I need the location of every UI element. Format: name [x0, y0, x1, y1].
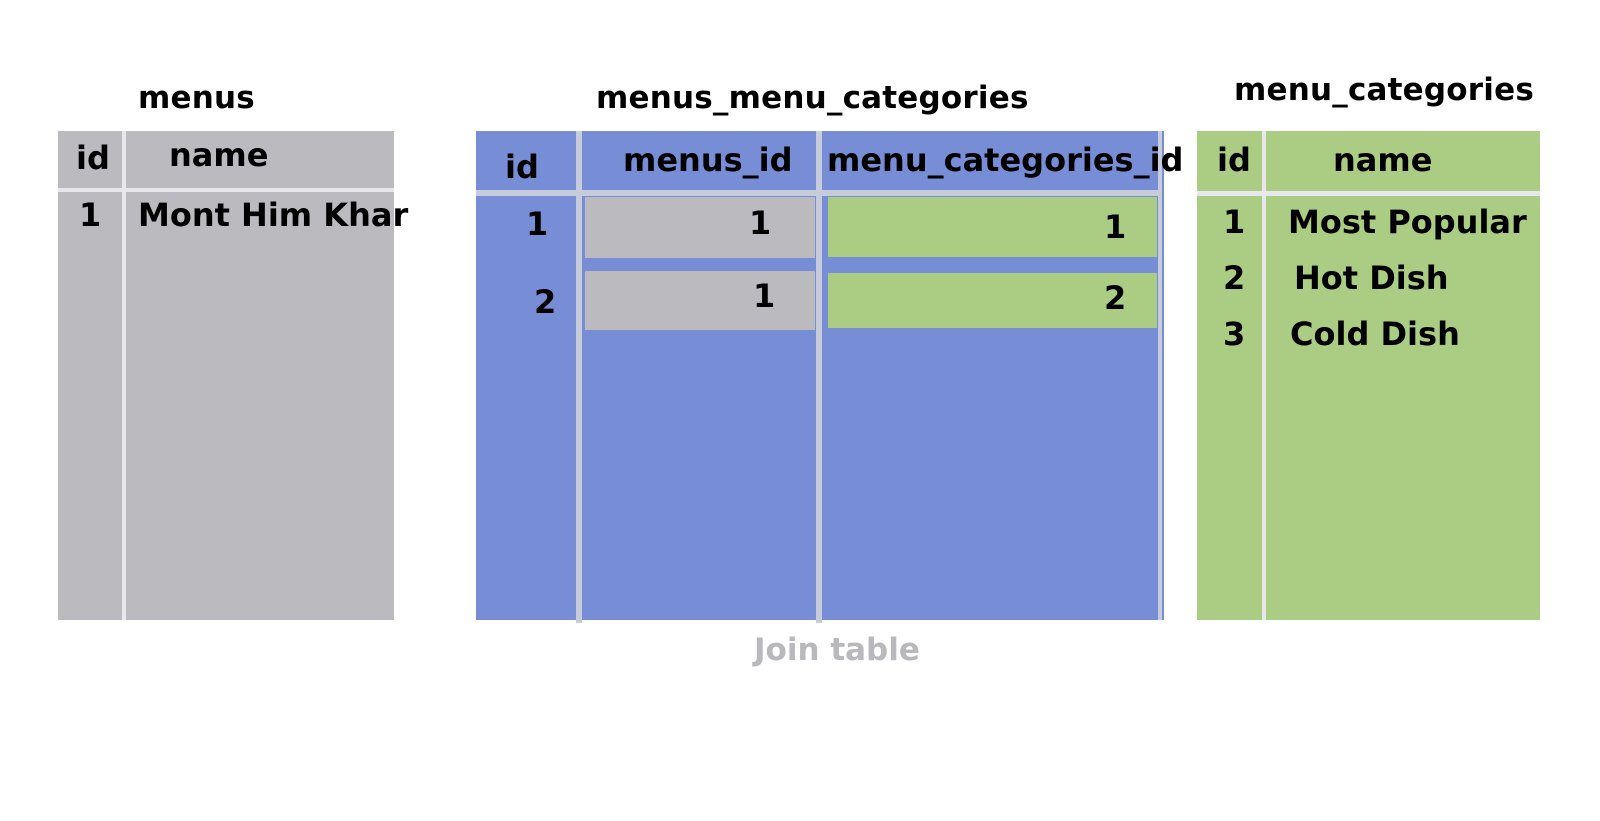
join-table-title: menus_menu_categories [596, 80, 1029, 116]
join-row-1-menu-categories-id: 1 [1104, 208, 1127, 246]
categories-header-divider [1197, 191, 1540, 196]
join-row-1-category-id-cell [828, 197, 1157, 257]
menus-column-divider [122, 131, 126, 620]
categories-row-3-name: Cold Dish [1290, 315, 1460, 353]
join-right-edge [1158, 131, 1162, 620]
categories-row-3-id: 3 [1223, 315, 1246, 353]
categories-table-background [1197, 131, 1540, 620]
join-id-divider [576, 131, 582, 623]
menus-header-id: id [76, 139, 110, 177]
join-row-2-id: 2 [534, 283, 557, 321]
join-table-caption: Join table [754, 632, 920, 668]
join-row-1-menus-id-cell [585, 197, 815, 258]
categories-table-title: menu_categories [1234, 72, 1534, 108]
menus-row-1-name: Mont Him Khar [138, 196, 409, 234]
join-header-id: id [505, 148, 539, 186]
join-row-1-id: 1 [526, 205, 549, 243]
menus-header-name: name [169, 136, 269, 174]
join-row-2-menus-id-cell [585, 271, 815, 330]
categories-row-2-name: Hot Dish [1294, 259, 1449, 297]
join-header-menus-id: menus_id [623, 141, 793, 179]
join-menus-id-divider [816, 131, 822, 623]
join-row-2-menus-id: 1 [753, 277, 776, 315]
join-row-2-menu-categories-id: 2 [1104, 279, 1127, 317]
join-row-1-menus-id: 1 [749, 204, 772, 242]
menus-table-background [58, 131, 394, 620]
join-row-2-category-id-cell [828, 273, 1157, 328]
categories-header-name: name [1333, 141, 1433, 179]
categories-column-divider [1262, 131, 1266, 620]
menus-header-divider [58, 188, 394, 192]
categories-row-1-id: 1 [1223, 203, 1246, 241]
categories-row-2-id: 2 [1223, 259, 1246, 297]
join-header-divider [476, 190, 1162, 196]
menus-row-1-id: 1 [79, 196, 102, 234]
categories-row-1-name: Most Popular [1288, 203, 1527, 241]
join-header-menu-categories-id: menu_categories_id [827, 141, 1184, 179]
menus-table-title: menus [138, 80, 255, 116]
categories-header-id: id [1217, 141, 1251, 179]
